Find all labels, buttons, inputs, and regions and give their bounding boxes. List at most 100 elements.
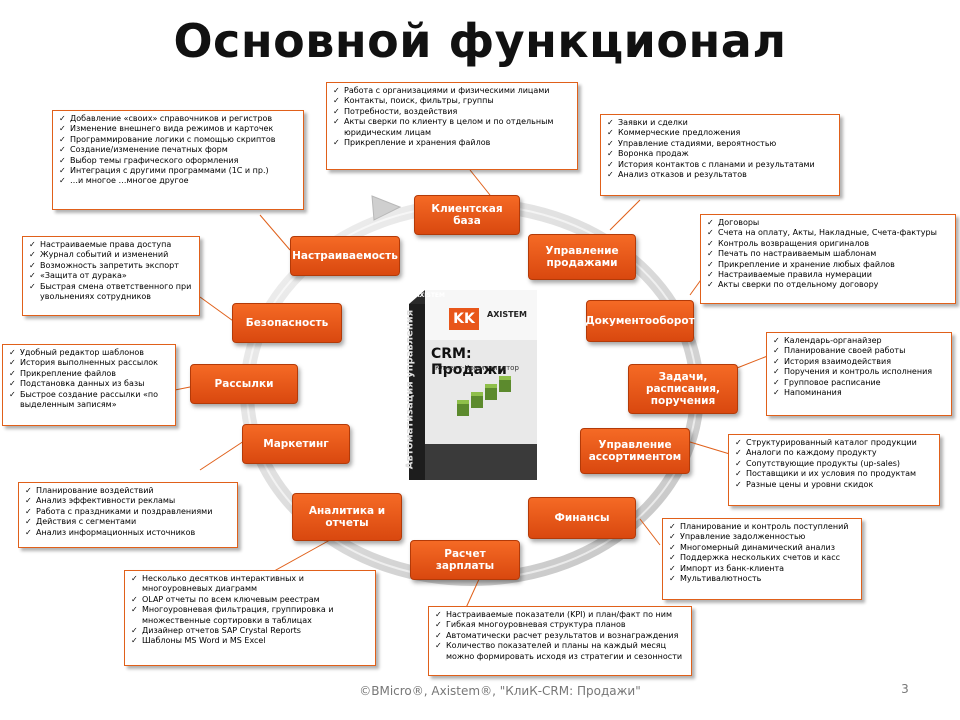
callout-item: Групповое расписание bbox=[773, 378, 947, 389]
callout-item: Разные цены и уровни скидок bbox=[735, 480, 935, 491]
callout-item: Несколько десятков интерактивных и много… bbox=[131, 574, 371, 595]
callout-item: Управление стадиями, вероятностью bbox=[607, 139, 835, 150]
callout-item: Работа с организациями и физическими лиц… bbox=[333, 86, 573, 97]
ring-arrow-icon bbox=[371, 195, 402, 221]
module-sales-management[interactable]: Управление продажами bbox=[528, 234, 636, 280]
module-marketing[interactable]: Маркетинг bbox=[242, 424, 350, 464]
callout-item: Количество показателей и планы на каждый… bbox=[435, 641, 687, 662]
callout-item: Шаблоны MS Word и MS Excel bbox=[131, 636, 371, 647]
product-title: CRM: Продажи bbox=[431, 346, 507, 378]
module-mailing-label: Рассылки bbox=[214, 378, 274, 390]
callout-item: Акты сверки по отдельному договору bbox=[707, 280, 951, 291]
module-security[interactable]: Безопасность bbox=[232, 303, 342, 343]
callout-item: Управление задолженностью bbox=[669, 532, 857, 543]
callout-item: Структурированный каталог продукции bbox=[735, 438, 935, 449]
module-mailing[interactable]: Рассылки bbox=[190, 364, 298, 404]
callout-item: Добавление «своих» справочников и регист… bbox=[59, 114, 299, 125]
callout-item: Напоминания bbox=[773, 388, 947, 399]
module-analytics-label: Аналитика и отчеты bbox=[308, 505, 386, 529]
product-vertical-text: Автоматизация управления bbox=[404, 309, 416, 470]
callout-item: История взаимодействия bbox=[773, 357, 947, 368]
callout-item: История контактов с планами и результата… bbox=[607, 160, 835, 171]
callout-item: Настраиваемые права доступа bbox=[29, 240, 195, 251]
module-customization[interactable]: Настраиваемость bbox=[290, 236, 400, 276]
callout-item: Быстрое создание рассылки «по выделенным… bbox=[9, 390, 171, 411]
callout-client-base: Работа с организациями и физическими лиц… bbox=[326, 82, 578, 170]
callout-item: Потребности, воздействия bbox=[333, 107, 573, 118]
callout-item: Анализ эффективности рекламы bbox=[25, 496, 233, 507]
callout-item: Коммерческие предложения bbox=[607, 128, 835, 139]
module-documents-label: Документооборот bbox=[585, 315, 695, 327]
module-finance[interactable]: Финансы bbox=[528, 497, 636, 539]
callout-item: «Защита от дурака» bbox=[29, 271, 195, 282]
callout-item: Поручения и контроль исполнения bbox=[773, 367, 947, 378]
module-analytics[interactable]: Аналитика и отчеты bbox=[292, 493, 402, 541]
callout-item: Удобный редактор шаблонов bbox=[9, 348, 171, 359]
callout-item: Аналоги по каждому продукту bbox=[735, 448, 935, 459]
callout-item: Контакты, поиск, фильтры, группы bbox=[333, 96, 573, 107]
callout-item: Акты сверки по клиенту в целом и по отде… bbox=[333, 117, 573, 138]
module-marketing-label: Маркетинг bbox=[263, 438, 329, 450]
callout-assortment: Структурированный каталог продукции Анал… bbox=[728, 434, 940, 506]
callout-mailing: Удобный редактор шаблонов История выполн… bbox=[2, 344, 176, 426]
module-salary[interactable]: Расчет зарплаты bbox=[410, 540, 520, 580]
callout-item: Анализ информационных источников bbox=[25, 528, 233, 539]
callout-item: OLAP отчеты по всем ключевым реестрам bbox=[131, 595, 371, 606]
callout-documents: Договоры Счета на оплату, Акты, Накладны… bbox=[700, 214, 956, 304]
callout-item: Планирование и контроль поступлений bbox=[669, 522, 857, 533]
callout-item: Настраиваемые правила нумерации bbox=[707, 270, 951, 281]
product-badge: KK bbox=[453, 311, 475, 327]
callout-item: Анализ отказов и результатов bbox=[607, 170, 835, 181]
callout-item: Планирование своей работы bbox=[773, 346, 947, 357]
callout-item: Воронка продаж bbox=[607, 149, 835, 160]
module-tasks[interactable]: Задачи, расписания, поручения bbox=[628, 364, 738, 414]
callout-item: Сопутствующие продукты (up-sales) bbox=[735, 459, 935, 470]
product-box-image: AXISTEM AXISTEM KK Автоматизация управле… bbox=[395, 284, 545, 484]
callout-item: Подстановка данных из базы bbox=[9, 379, 171, 390]
callout-analytics: Несколько десятков интерактивных и много… bbox=[124, 570, 376, 666]
callout-item: Мультивалютность bbox=[669, 574, 857, 585]
callout-item: Выбор темы графического оформления bbox=[59, 156, 299, 167]
callout-customization: Добавление «своих» справочников и регист… bbox=[52, 110, 304, 210]
callout-item: Программирование логики с помощью скрипт… bbox=[59, 135, 299, 146]
module-client-base[interactable]: Клиентская база bbox=[414, 195, 520, 235]
callout-security: Настраиваемые права доступа Журнал событ… bbox=[22, 236, 200, 316]
module-finance-label: Финансы bbox=[554, 512, 610, 524]
callout-item: Гибкая многоуровневая структура планов bbox=[435, 620, 687, 631]
page-title: Основной функционал bbox=[173, 14, 787, 68]
footer-copyright: ©BMicro®, Axistem®, "КлиК-CRM: Продажи" bbox=[359, 684, 641, 698]
module-assortment[interactable]: Управление ассортиментом bbox=[580, 428, 690, 474]
callout-salary: Настраиваемые показатели (KPI) и план/фа… bbox=[428, 606, 692, 676]
callout-tasks: Календарь-органайзер Планирование своей … bbox=[766, 332, 952, 416]
callout-item: Договоры bbox=[707, 218, 951, 229]
module-documents[interactable]: Документооборот bbox=[585, 300, 695, 342]
callout-item: Поставщики и их условия по продуктам bbox=[735, 469, 935, 480]
callout-item: …и многое …многое другое bbox=[59, 176, 299, 187]
callout-item: Настраиваемые показатели (KPI) и план/фа… bbox=[435, 610, 687, 621]
product-subtitle: Клиент-Коммуникатор bbox=[435, 364, 519, 372]
callout-item: Многоуровневая фильтрация, группировка и… bbox=[131, 605, 371, 626]
callout-item: История выполненных рассылок bbox=[9, 358, 171, 369]
callout-item: Планирование воздействий bbox=[25, 486, 233, 497]
callout-item: Дизайнер отчетов SAP Crystal Reports bbox=[131, 626, 371, 637]
module-client-base-label: Клиентская база bbox=[431, 203, 503, 227]
brand-side-label: AXISTEM bbox=[487, 310, 527, 319]
callout-item: Интеграция с другими программами (1С и п… bbox=[59, 166, 299, 177]
callout-item: Прикрепление файлов bbox=[9, 369, 171, 380]
module-tasks-label: Задачи, расписания, поручения bbox=[645, 371, 721, 407]
callout-item: Изменение внешнего вида режимов и карточ… bbox=[59, 124, 299, 135]
callout-item: Печать по настраиваемым шаблонам bbox=[707, 249, 951, 260]
callout-item: Быстрая смена ответственного при увольне… bbox=[29, 282, 195, 303]
callout-item: Многомерный динамический анализ bbox=[669, 543, 857, 554]
callout-item: Календарь-органайзер bbox=[773, 336, 947, 347]
callout-marketing: Планирование воздействий Анализ эффектив… bbox=[18, 482, 238, 548]
callout-item: Действия с сегментами bbox=[25, 517, 233, 528]
callout-item: Создание/изменение печатных форм bbox=[59, 145, 299, 156]
callout-item: Контроль возвращения оригиналов bbox=[707, 239, 951, 250]
module-security-label: Безопасность bbox=[245, 317, 329, 329]
callout-item: Заявки и сделки bbox=[607, 118, 835, 129]
callout-item: Журнал событий и изменений bbox=[29, 250, 195, 261]
module-salary-label: Расчет зарплаты bbox=[435, 548, 495, 572]
page-number: 3 bbox=[901, 682, 909, 696]
callout-item: Прикрепление и хранение любых файлов bbox=[707, 260, 951, 271]
